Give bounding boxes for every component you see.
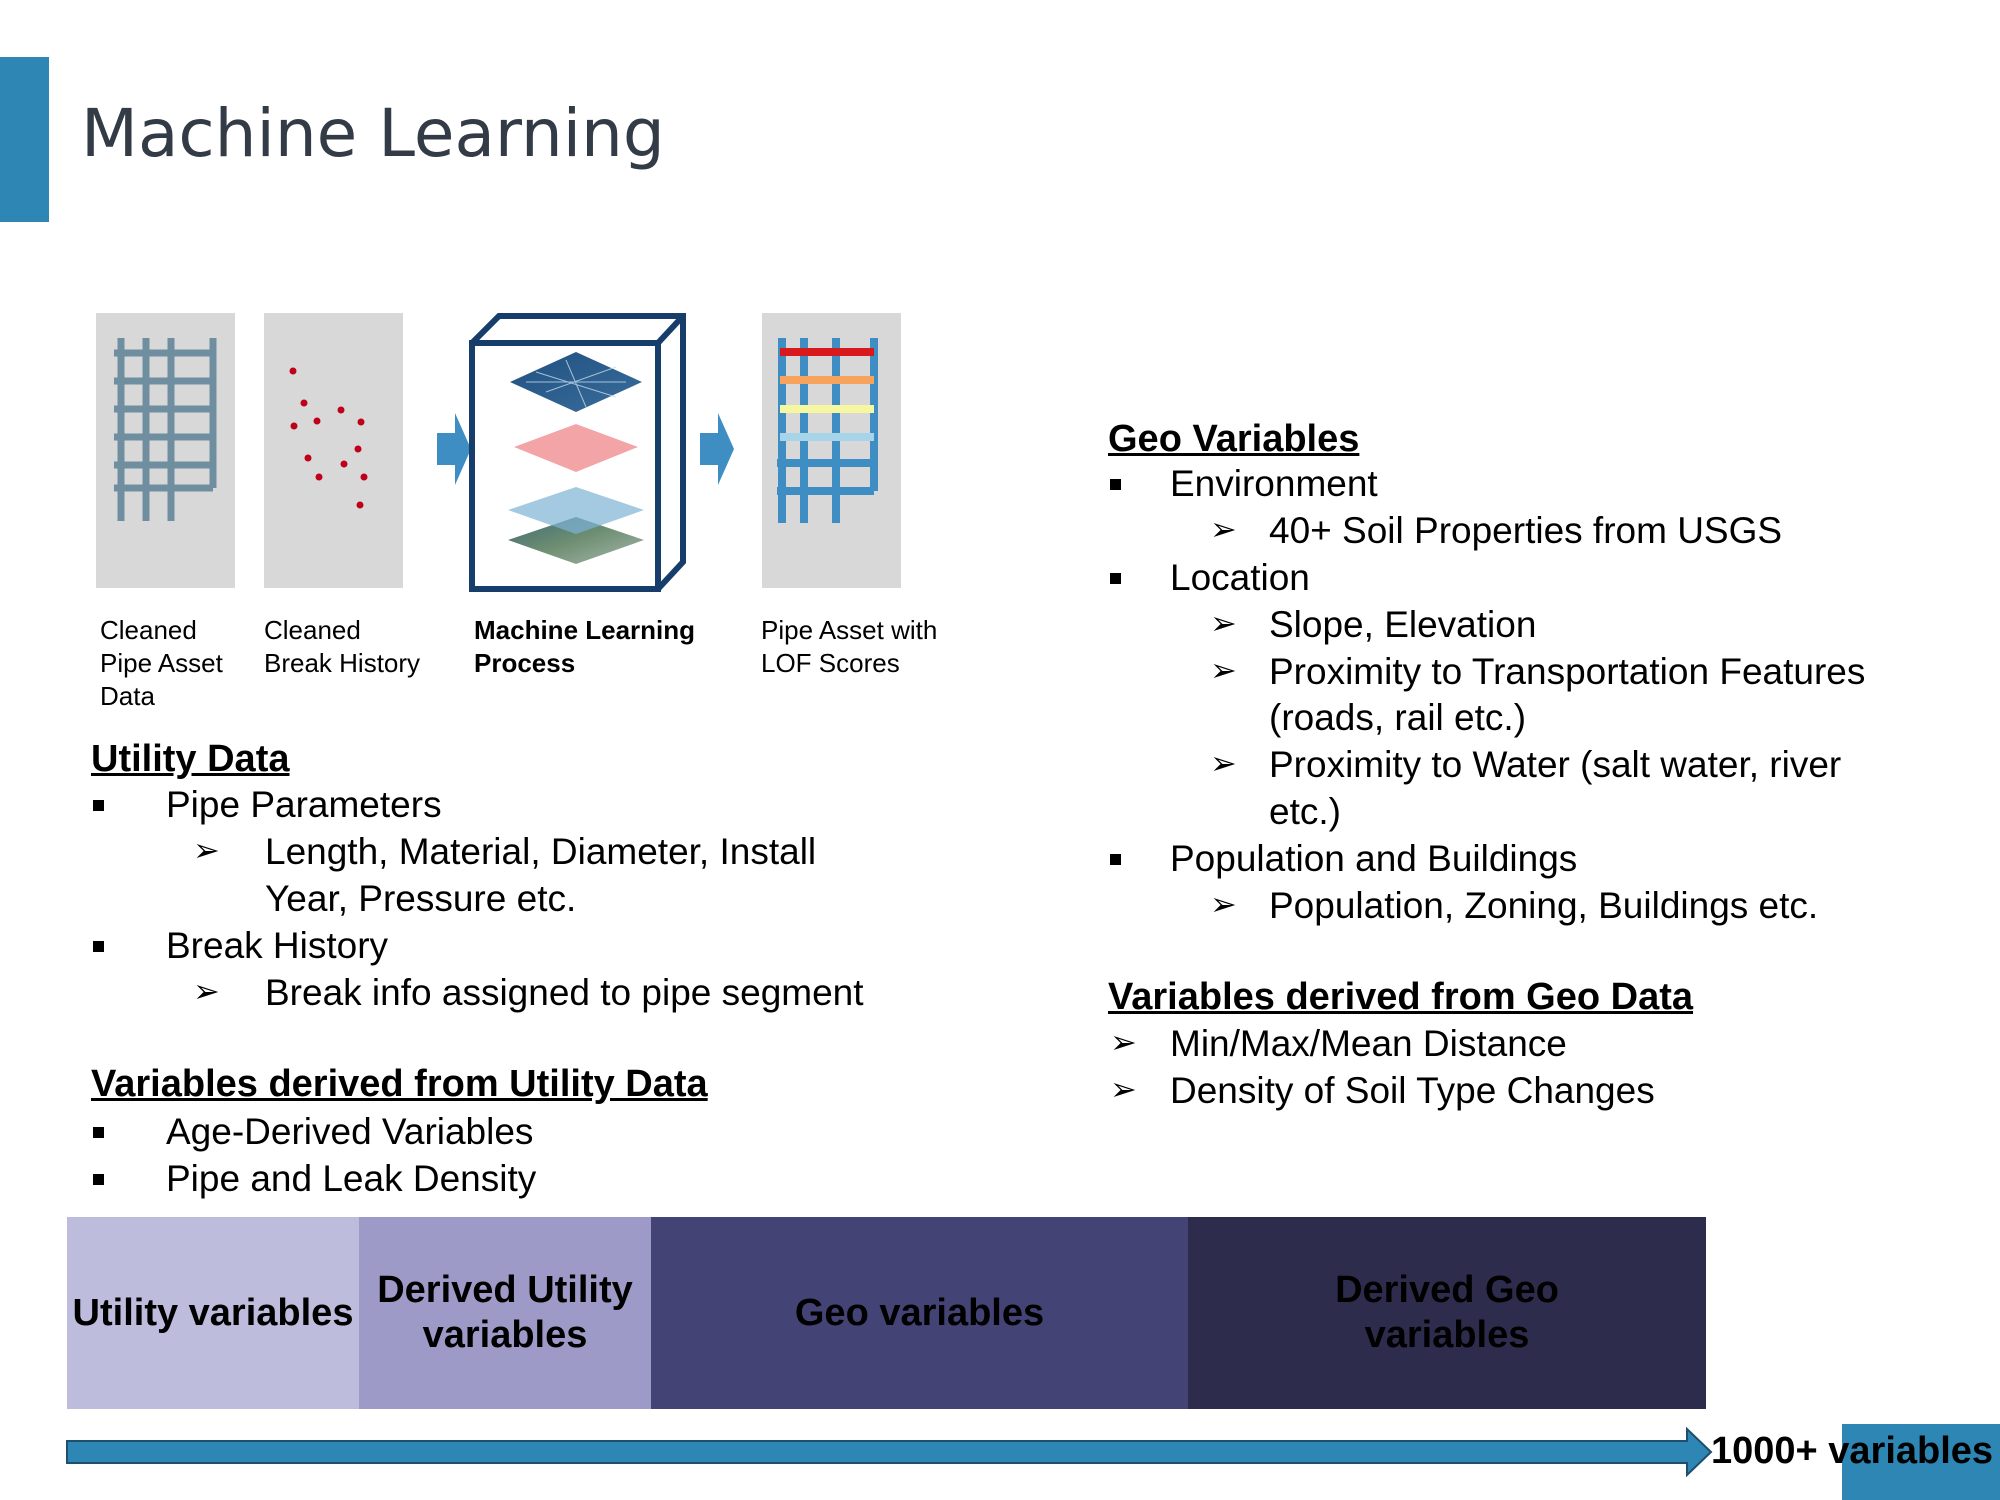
caption-ml-process: Machine Learning Process bbox=[474, 615, 696, 678]
arrow-bullet-icon: ➢ bbox=[193, 832, 220, 868]
arrow-bullet-icon: ➢ bbox=[1210, 745, 1237, 781]
square-bullet-icon bbox=[93, 1127, 104, 1138]
derived-utility-heading: Variables derived from Utility Data bbox=[91, 1063, 708, 1105]
arrow-bullet-icon: ➢ bbox=[1110, 1071, 1137, 1107]
break-points-icon bbox=[289, 367, 368, 509]
arrow-bullet-icon: ➢ bbox=[1210, 605, 1237, 641]
band-geo-variables: Geo variables bbox=[651, 1217, 1188, 1409]
list-item-continuation: Year, Pressure etc. bbox=[265, 878, 577, 919]
ml-process-box bbox=[469, 313, 686, 592]
arrow-right-icon bbox=[700, 413, 734, 485]
derived-geo-heading: Variables derived from Geo Data bbox=[1108, 976, 1694, 1018]
geo-variables-heading: Geo Variables bbox=[1108, 418, 1360, 460]
square-bullet-icon bbox=[93, 800, 104, 811]
pipe-grid-icon bbox=[114, 338, 217, 521]
arrow-bullet-icon: ➢ bbox=[193, 973, 220, 1009]
total-variables-label: 1000+ variables bbox=[1711, 1430, 1994, 1472]
list-item-continuation: etc.) bbox=[1269, 791, 1341, 832]
band-derived-geo-variables: Derived Geo variables bbox=[1188, 1217, 1706, 1409]
arrow-right-icon bbox=[437, 413, 471, 485]
total-label-background bbox=[1842, 1424, 2000, 1500]
arrow-bullet-icon: ➢ bbox=[1210, 511, 1237, 547]
arrow-bullet-icon: ➢ bbox=[1110, 1024, 1137, 1060]
scored-pipe-grid-icon bbox=[777, 338, 878, 523]
title-accent-bar bbox=[0, 57, 49, 222]
arrow-bullet-icon: ➢ bbox=[1210, 652, 1237, 688]
utility-data-heading: Utility Data bbox=[91, 738, 290, 780]
lof-scores-tile bbox=[762, 313, 901, 588]
arrow-bullet-icon: ➢ bbox=[1210, 886, 1237, 922]
band-utility-variables: Utility variables bbox=[67, 1217, 359, 1409]
caption-lof-scores: Pipe Asset with LOF Scores bbox=[761, 615, 938, 678]
caption-pipe-asset: Cleaned Pipe Asset Data bbox=[100, 615, 223, 711]
list-item-continuation: (roads, rail etc.) bbox=[1269, 697, 1527, 738]
square-bullet-icon bbox=[93, 1174, 104, 1185]
slide-title: Machine Learning bbox=[81, 95, 665, 172]
band-derived-utility-variables: Derived Utility variables bbox=[359, 1217, 651, 1409]
square-bullet-icon bbox=[1110, 479, 1121, 490]
square-bullet-icon bbox=[93, 941, 104, 952]
square-bullet-icon bbox=[1110, 854, 1121, 865]
square-bullet-icon bbox=[1110, 573, 1121, 584]
total-variables-arrow bbox=[66, 1427, 1713, 1477]
break-history-tile bbox=[264, 313, 403, 588]
caption-break-history: Cleaned Break History bbox=[264, 615, 421, 678]
pipe-asset-tile bbox=[96, 313, 235, 588]
